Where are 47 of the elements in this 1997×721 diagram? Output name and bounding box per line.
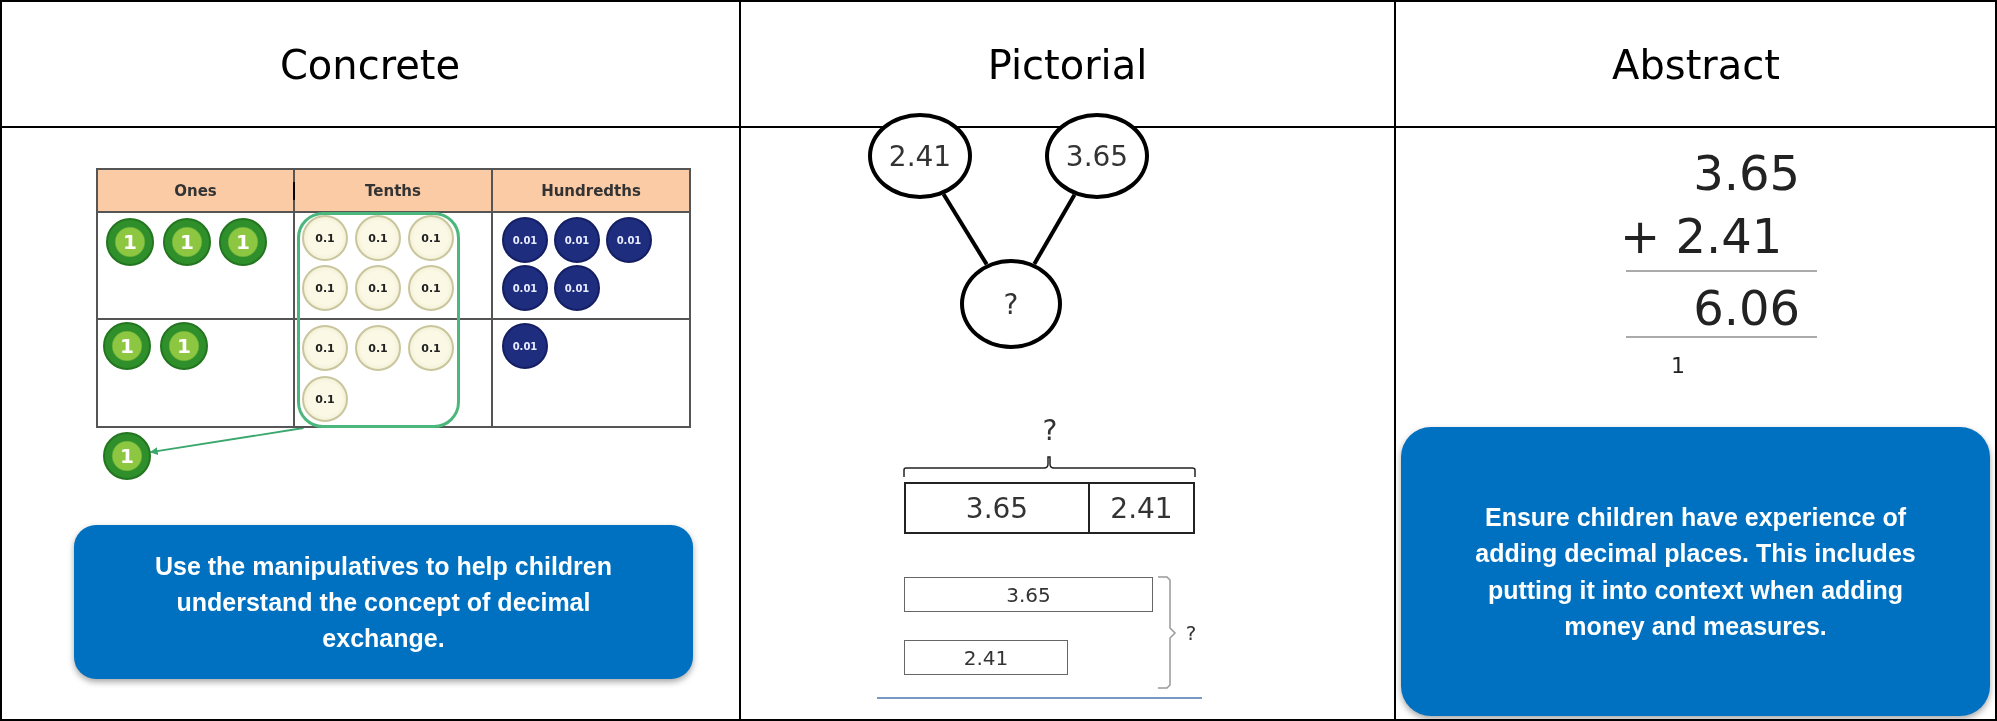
ones-counter: 1 — [219, 218, 267, 266]
tenths-counter: 0.1 — [302, 376, 348, 422]
note-box: Ensure children have experience of adding decimal places. This includes putting it into context when adding money and measures. — [1401, 427, 1990, 716]
column-heading: Pictorial — [986, 41, 1149, 90]
hundredths-counter: 0.01 — [502, 217, 548, 263]
hundredths-counter: 0.01 — [554, 217, 600, 263]
question-mark: ? — [1041, 412, 1059, 449]
grouping-outline — [297, 212, 460, 428]
tenths-counter: 0.1 — [302, 325, 348, 371]
addend: + 2.41 — [1620, 208, 1784, 264]
connector-line — [941, 193, 989, 266]
tenths-counter: 0.1 — [355, 265, 401, 311]
arrow — [149, 427, 305, 456]
number-bond-circle: ? — [960, 259, 1062, 349]
ones-counter: 1 — [103, 432, 151, 480]
sum: 6.06 — [1692, 280, 1801, 336]
ones-counter: 1 — [103, 322, 151, 370]
table-header: Ones — [98, 170, 293, 211]
addend: 3.65 — [1692, 145, 1801, 201]
bar-model-segment: 3.65 — [904, 482, 1090, 534]
bar-model-segment: 2.41 — [1088, 482, 1195, 534]
ones-counter: 1 — [163, 218, 211, 266]
tenths-counter: 0.1 — [408, 265, 454, 311]
bar-model-bar: 2.41 — [904, 640, 1068, 675]
hundredths-counter: 0.01 — [606, 217, 652, 263]
carry-digit: 1 — [1670, 351, 1686, 380]
bar-model-bar: 3.65 — [904, 577, 1153, 612]
hundredths-counter: 0.01 — [502, 323, 548, 369]
ones-counter: 1 — [106, 218, 154, 266]
column-heading: Concrete — [278, 41, 462, 90]
ones-counter: 1 — [160, 322, 208, 370]
tenths-counter: 0.1 — [408, 215, 454, 261]
tenths-counter: 0.1 — [408, 325, 454, 371]
question-mark: ? — [1184, 620, 1198, 647]
connector-line — [1032, 193, 1077, 265]
number-bond-circle: 3.65 — [1045, 113, 1149, 199]
table-header: Hundredths — [493, 170, 689, 211]
hundredths-counter: 0.01 — [554, 265, 600, 311]
hundredths-counter: 0.01 — [502, 265, 548, 311]
column-heading: Abstract — [1611, 41, 1781, 90]
tenths-counter: 0.1 — [302, 215, 348, 261]
tenths-counter: 0.1 — [355, 325, 401, 371]
tenths-counter: 0.1 — [355, 215, 401, 261]
number-bond-circle: 2.41 — [868, 113, 972, 199]
note-box: Use the manipulatives to help children understand the concept of decimal exchange. — [74, 525, 693, 679]
tenths-counter: 0.1 — [302, 265, 348, 311]
table-header: Tenths — [295, 170, 491, 211]
